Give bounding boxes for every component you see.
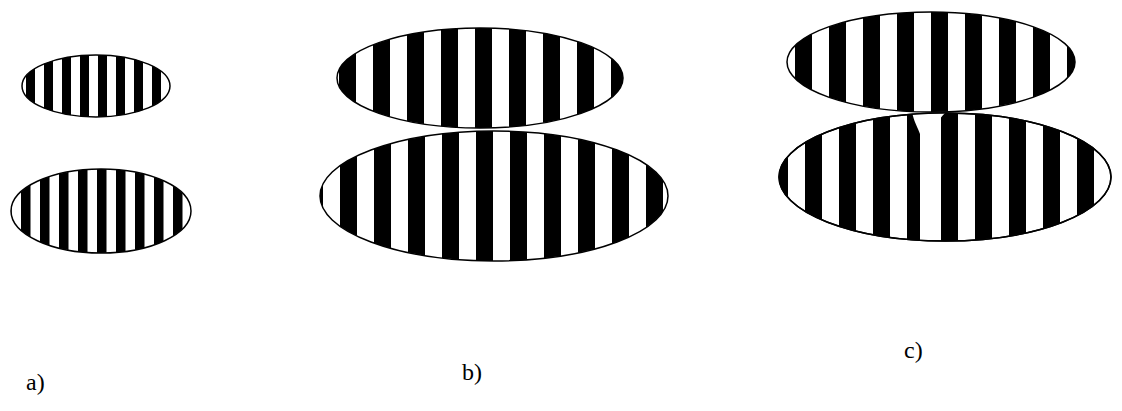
ellipse-outline <box>779 113 1111 241</box>
fringe-stripe <box>1077 111 1094 243</box>
ellipse-outline <box>779 113 1111 241</box>
panel-label-holder: a) <box>26 370 45 394</box>
fringe-stripe <box>611 26 628 130</box>
fringe-stripe <box>78 167 88 255</box>
fringe-stripe <box>578 129 595 263</box>
fringe-stripe <box>795 10 812 114</box>
fringe-stripe <box>442 129 459 263</box>
fringe-stripe <box>21 167 31 255</box>
fringe-stripe <box>931 10 948 114</box>
fringe-stripe <box>999 10 1016 114</box>
panel-label: c) <box>904 337 923 363</box>
fringe-stripe <box>873 111 890 243</box>
fringe-stripe <box>441 26 458 130</box>
fringe-stripe <box>374 129 391 263</box>
panel-label-holder: c) <box>904 338 923 362</box>
fringe-stripe <box>2 167 12 255</box>
fringe-stripe <box>305 26 322 130</box>
fringe-stripe <box>476 129 493 263</box>
fringe-stripe <box>839 111 856 243</box>
ellipse-outline <box>320 131 668 261</box>
fringe-stripe <box>339 26 356 130</box>
fringe-stripe <box>8 53 17 119</box>
fringe-ellipse <box>771 111 1094 243</box>
fringe-stripe <box>135 167 145 255</box>
ellipse-outline <box>22 55 170 117</box>
panel-label: a) <box>26 369 45 395</box>
fringe-stripe <box>116 167 126 255</box>
fringe-stripe <box>646 129 663 263</box>
fringe-stripe <box>408 129 425 263</box>
fringe-stripe <box>173 167 183 255</box>
fringe-ellipse <box>305 26 628 130</box>
fringe-stripe <box>1009 111 1026 243</box>
fringe-stripe <box>62 53 71 119</box>
ellipse-outline <box>787 12 1075 112</box>
fringe-stripe <box>475 26 492 130</box>
fringe-stripe <box>975 111 992 243</box>
fringe-stripe <box>98 53 107 119</box>
fringe-stripe <box>1043 111 1060 243</box>
fringe-stripe <box>941 111 958 243</box>
fringe-ellipse <box>761 10 1084 114</box>
fringe-stripe <box>340 129 357 263</box>
ellipse-outline <box>337 28 623 128</box>
fringe-stripe <box>134 53 143 119</box>
fringe-stripe <box>26 53 35 119</box>
fringe-ellipse <box>306 129 663 263</box>
ellipse-outline <box>11 169 191 253</box>
fringe-stripe <box>544 129 561 263</box>
fringe-stripe <box>897 10 914 114</box>
panel-label: b) <box>462 359 482 385</box>
fringe-fork <box>912 112 946 242</box>
fringe-group <box>2 10 1111 263</box>
fringe-stripe <box>863 10 880 114</box>
fringe-stripe <box>510 129 527 263</box>
fringe-stripe <box>1033 10 1050 114</box>
fringe-stripe <box>97 167 107 255</box>
fringe-stripe <box>407 26 424 130</box>
fringe-stripe <box>761 10 778 114</box>
fringe-stripe <box>152 53 161 119</box>
fringe-ellipse <box>2 167 183 255</box>
fringe-stripe <box>59 167 69 255</box>
fringe-ellipse <box>8 53 161 119</box>
fringe-stripe <box>116 53 125 119</box>
fringe-stripe <box>543 26 560 130</box>
fringe-stripe <box>965 10 982 114</box>
fringe-stripe <box>509 26 526 130</box>
fringe-stripe <box>80 53 89 119</box>
panel-label-holder: b) <box>462 360 482 384</box>
fringe-stripe <box>805 111 822 243</box>
